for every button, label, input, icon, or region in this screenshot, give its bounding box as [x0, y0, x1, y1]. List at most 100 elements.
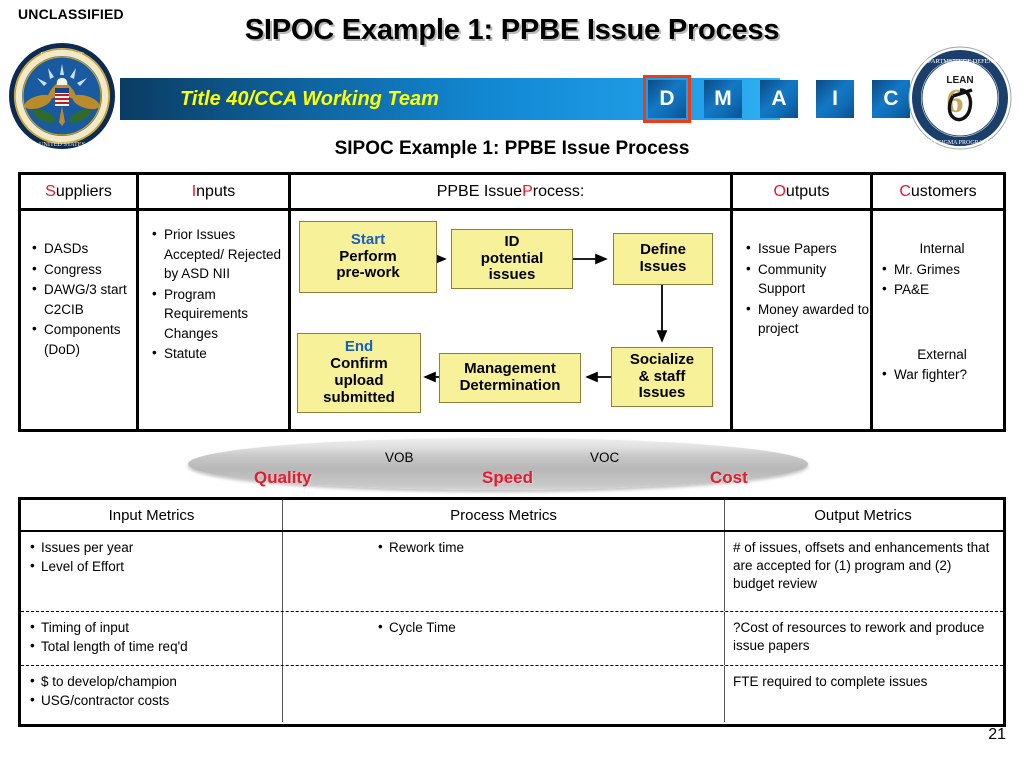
table-row: Timing of input Total length of time req…	[21, 612, 1003, 666]
flow-box-start-line2: pre-work	[336, 264, 400, 282]
dmaic-phase-control[interactable]: C	[872, 80, 910, 118]
sipoc-cell-inputs: Prior Issues Accepted/ Rejected by ASD N…	[139, 211, 291, 429]
flow-box-mgmt-line2: Determination	[459, 377, 561, 394]
dmaic-phase-selector[interactable]: D M A I C	[643, 75, 910, 123]
list-item: Timing of input	[29, 618, 274, 637]
sipoc-header-suppliers-rest: uppliers	[55, 182, 112, 200]
sipoc-header-outputs-initial: O	[773, 182, 786, 200]
metrics-table: Input Metrics Process Metrics Output Met…	[18, 497, 1006, 727]
metrics-cell-output: # of issues, offsets and enhancements th…	[733, 540, 990, 592]
svg-text:LEAN SIX SIGMA PROGRAM OFFICE: LEAN SIX SIGMA PROGRAM OFFICE	[909, 140, 1010, 146]
metrics-header-output: Output Metrics	[814, 506, 912, 524]
team-name-label: Title 40/CCA Working Team	[180, 88, 439, 110]
flow-box-id-line3: issues	[488, 266, 536, 284]
metrics-cell-output: ?Cost of resources to rework and produce…	[733, 620, 985, 654]
grey-ellipse-shape	[188, 438, 808, 490]
input-metrics-list: $ to develop/champion USG/contractor cos…	[29, 672, 274, 710]
flow-box-id-potential-issues[interactable]: ID potential issues	[451, 229, 573, 289]
flow-box-id-line2: potential	[480, 249, 544, 267]
process-flow-diagram: Start Perform pre-work ID potential issu…	[291, 211, 733, 429]
list-item: DASDs	[31, 238, 137, 259]
list-item: Components (DoD)	[31, 319, 137, 359]
inputs-list: Prior Issues Accepted/ Rejected by ASD N…	[151, 224, 291, 365]
flow-box-socialize-staff-issues[interactable]: Socialize & staff Issues	[611, 347, 713, 407]
dmaic-phase-analyze[interactable]: A	[760, 80, 798, 118]
flow-box-end-line3: submitted	[323, 388, 395, 406]
sipoc-header-inputs-initial: I	[191, 182, 197, 200]
customers-internal-title: Internal	[919, 241, 965, 256]
list-item: Total length of time req'd	[29, 637, 274, 656]
metrics-cell-process: Cycle Time	[283, 612, 725, 665]
flow-box-mgmt-line1: Management	[464, 360, 556, 378]
flow-box-end[interactable]: End Confirm upload submitted	[297, 333, 421, 413]
svg-text:DEPARTMENT OF DEFENSE: DEPARTMENT OF DEFENSE	[919, 58, 1000, 65]
customers-external-list: War fighter?	[881, 364, 1003, 385]
voc-label: VOC	[590, 450, 620, 465]
sipoc-header-customers-rest: ustomers	[910, 182, 977, 200]
customers-list: Internal Mr. Grimes PA&E External War fi…	[881, 239, 1003, 386]
flow-box-management-determination[interactable]: Management Determination	[439, 353, 581, 403]
flow-box-socialize-line3: Issues	[638, 384, 686, 402]
flow-box-define-line1: Define	[640, 241, 686, 259]
list-item: Prior Issues Accepted/ Rejected by ASD N…	[151, 224, 291, 284]
list-item: Congress	[31, 259, 137, 280]
page-number: 21	[988, 726, 1006, 743]
classification-marking: UNCLASSIFIED	[18, 6, 124, 22]
cost-label: Cost	[710, 468, 748, 487]
metrics-cell-output: FTE required to complete issues	[733, 674, 928, 689]
sipoc-header-outputs-rest: utputs	[785, 182, 830, 200]
list-item: Level of Effort	[29, 557, 274, 576]
table-row: Issues per year Level of Effort Rework t…	[21, 532, 1003, 612]
lean-six-sigma-program-office-seal-icon: DEPARTMENT OF DEFENSE LEAN SIX SIGMA PRO…	[908, 46, 1012, 150]
quality-label: Quality	[254, 468, 312, 487]
flow-box-define-issues[interactable]: Define Issues	[613, 233, 713, 285]
flow-box-start-accent: Start	[350, 230, 386, 248]
list-item: Money awarded to project	[745, 299, 873, 339]
list-item: Program Requirements Changes	[151, 284, 291, 344]
metrics-header-row: Input Metrics Process Metrics Output Met…	[21, 500, 1003, 532]
dmaic-phase-measure[interactable]: M	[704, 80, 742, 118]
vob-label: VOB	[385, 450, 414, 465]
list-item: Issue Papers	[745, 238, 873, 259]
sipoc-cell-suppliers: DASDs Congress DAWG/3 start C2CIB Compon…	[21, 211, 139, 429]
sipoc-header-suppliers-initial: S	[45, 182, 56, 200]
sipoc-header-customers-initial: C	[899, 182, 911, 200]
svg-text:DEPARTMENT: DEPARTMENT	[40, 51, 83, 58]
outputs-list: Issue Papers Community Support Money awa…	[745, 238, 873, 340]
sipoc-body-row: DASDs Congress DAWG/3 start C2CIB Compon…	[21, 211, 1003, 429]
list-item: DAWG/3 start C2CIB	[31, 279, 137, 319]
metrics-header-input: Input Metrics	[21, 500, 283, 530]
list-item: Community Support	[745, 259, 873, 299]
customers-internal-list: Mr. Grimes PA&E	[881, 259, 1003, 300]
speed-label: Speed	[482, 468, 534, 487]
flow-box-end-line1: Confirm	[330, 355, 388, 373]
list-item: Rework time	[377, 538, 716, 557]
sipoc-cell-outputs: Issue Papers Community Support Money awa…	[733, 211, 873, 429]
list-item: War fighter?	[881, 364, 1003, 385]
flow-box-socialize-line1: Socialize	[629, 350, 695, 368]
list-item: Issues per year	[29, 538, 274, 557]
department-of-defense-seal-icon: DEPARTMENT UNITED STATES	[9, 43, 115, 149]
metrics-cell-input: $ to develop/champion USG/contractor cos…	[21, 666, 283, 722]
table-row: $ to develop/champion USG/contractor cos…	[21, 666, 1003, 722]
input-metrics-list: Timing of input Total length of time req…	[29, 618, 274, 656]
section-subtitle: SIPOC Example 1: PPBE Issue Process	[334, 138, 690, 159]
flow-box-start-line1: Perform	[339, 247, 397, 265]
input-metrics-list: Issues per year Level of Effort	[29, 538, 274, 576]
sipoc-header-process-prefix: PPBE Issue	[436, 182, 523, 200]
metrics-cell-input: Issues per year Level of Effort	[21, 532, 283, 611]
flow-box-end-accent: End	[344, 338, 374, 356]
process-metrics-list: Rework time	[377, 538, 716, 557]
list-item: Mr. Grimes	[881, 259, 1003, 280]
flow-box-start[interactable]: Start Perform pre-work	[299, 221, 437, 293]
dmaic-phase-define[interactable]: D	[643, 75, 691, 123]
flow-box-define-line2: Issues	[639, 258, 687, 275]
sipoc-header-process-initial: P	[522, 182, 533, 200]
dmaic-phase-improve[interactable]: I	[816, 80, 854, 118]
